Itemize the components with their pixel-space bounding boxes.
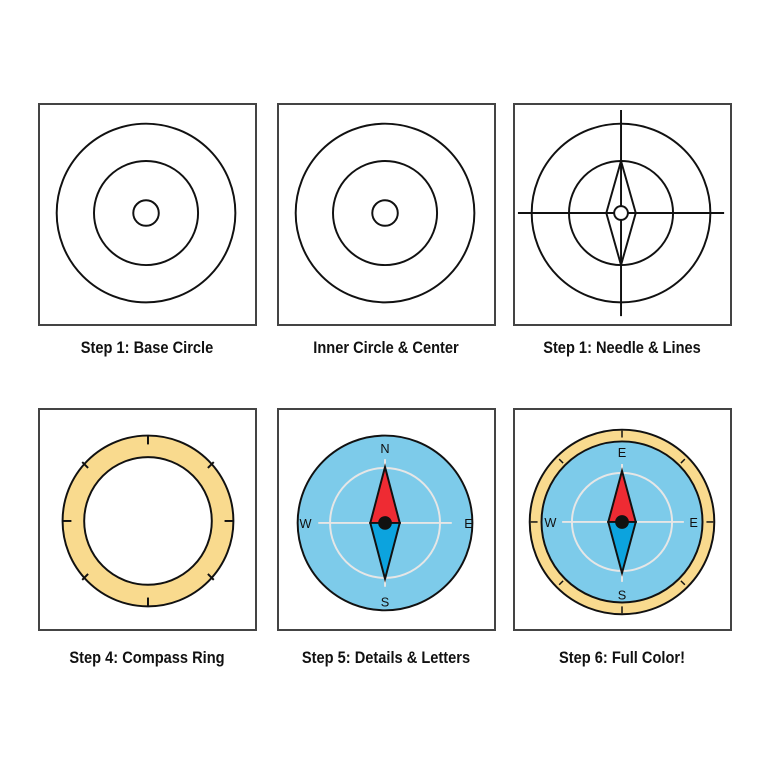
details-letters-drawing: N S W E — [296, 434, 474, 612]
step-2-panel — [277, 103, 496, 326]
south-label: S — [618, 588, 627, 603]
step-6-caption: Step 6: Full Color! — [559, 648, 685, 667]
step-1-panel — [38, 103, 257, 326]
step-6-panel: E S W E — [513, 408, 732, 631]
compass-ring-drawing — [61, 434, 235, 608]
step-3-panel — [513, 103, 732, 326]
step-3-caption: Step 1: Needle & Lines — [543, 338, 701, 357]
east-label: E — [689, 515, 698, 530]
west-label: W — [544, 515, 556, 530]
full-color-compass-drawing: E S W E — [528, 428, 716, 616]
step-4-caption: Step 4: Compass Ring — [69, 648, 225, 667]
step-1-caption: Step 1: Base Circle — [80, 338, 214, 357]
needle-lines-drawing — [517, 109, 725, 317]
inner-circle-drawing — [294, 122, 476, 304]
south-label: S — [381, 594, 390, 609]
north-label: E — [618, 445, 627, 460]
step-5-caption: Step 5: Details & Letters — [301, 648, 471, 667]
step-5-panel: N S W E — [277, 408, 496, 631]
base-circle-drawing — [55, 122, 237, 304]
east-label: E — [464, 516, 473, 531]
step-2-caption: Inner Circle & Center — [313, 338, 459, 357]
north-label: N — [380, 441, 389, 456]
west-label: W — [299, 516, 311, 531]
step-4-panel — [38, 408, 257, 631]
